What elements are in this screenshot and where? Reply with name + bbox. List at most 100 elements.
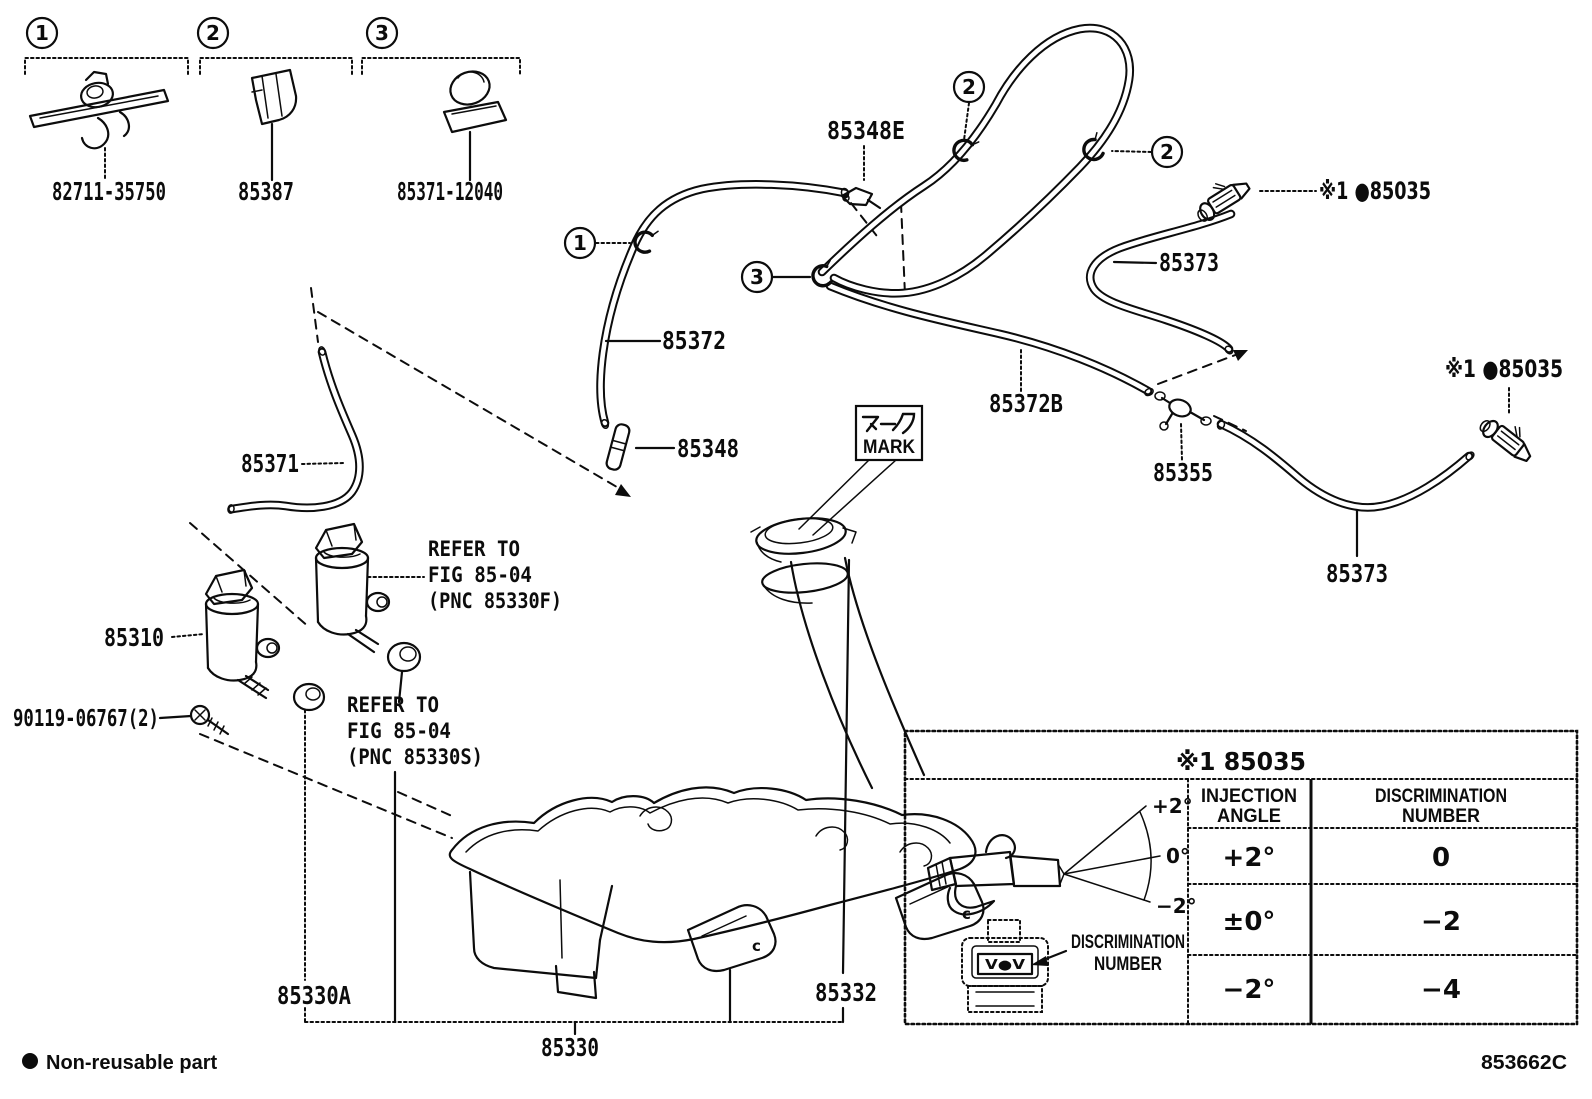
table-header-number-2: NUMBER <box>1402 806 1480 827</box>
label-85355-leader <box>1180 423 1183 461</box>
callout-1-number: 1 <box>573 231 587 255</box>
table-connector-illustration: V●V DISCRIMINATION NUMBER <box>961 919 1185 1013</box>
legend-callout-2-number: 2 <box>206 21 220 45</box>
callout-2a-number: 2 <box>962 75 976 99</box>
mark-callout: マーク MARK <box>798 404 924 536</box>
mark-kana-glyphs <box>861 412 916 435</box>
label-85035-right: ※1 ●85035 <box>1445 355 1563 383</box>
hose-85373-right-drawing <box>1216 419 1474 512</box>
non-reusable-bullet-icon <box>22 1053 38 1069</box>
refer-grommet-line1: REFER TO <box>347 693 439 717</box>
joint-85348E-drawing <box>840 186 882 210</box>
hose-85371-drawing <box>227 347 364 514</box>
callout-3-number: 3 <box>750 265 764 289</box>
discrimination-note-2: NUMBER <box>1094 954 1162 975</box>
hose-labels: 85372 85372B 85371 85373 85373 <box>241 248 1388 588</box>
refer-pump-note: REFER TO FIG 85-04 (PNC 85330F) <box>428 537 562 613</box>
callout-balloons: 1 3 2 2 <box>563 70 1184 294</box>
fan-label-zero: 0° <box>1166 844 1190 868</box>
table-outer-border <box>903 729 1579 1026</box>
legend-clamps: 1 2 3 <box>24 16 521 206</box>
table-cell-angle-1: ±0° <box>1223 907 1276 937</box>
label-85372: 85372 <box>662 326 726 355</box>
nozzle-85035-left-drawing <box>1197 182 1251 222</box>
tank-cap-drawing <box>750 517 857 563</box>
label-85372B: 85372B <box>989 389 1063 418</box>
table-cell-angle-2: −2° <box>1223 975 1276 1005</box>
clip-glyph-2a <box>952 138 980 163</box>
label-85348: 85348 <box>677 434 739 463</box>
washer-tank: c c 85330A 85332 85330 <box>277 517 985 1062</box>
legend-callout-3-number: 3 <box>375 21 389 45</box>
pump-area: 85310 REFER TO FIG 85-04 (PNC 85330F) <box>13 522 562 769</box>
clamp-85387-drawing <box>250 68 298 182</box>
mark-pointer <box>798 459 897 536</box>
mark-label-jp: マーク <box>865 416 913 434</box>
label-85035-left: ※1 ●85035 <box>1319 177 1431 205</box>
hose-85373-left-drawing <box>1085 209 1236 354</box>
legend-callout-1-circle <box>25 16 59 50</box>
tank-top-outline <box>448 786 977 944</box>
nozzle-spec-table: ※1 85035 INJECTION ANGLE DISCRIMINATION … <box>903 729 1579 1026</box>
table-header-number-1: DISCRIMINATION <box>1375 786 1507 807</box>
label-85373-left: 85373 <box>1159 248 1219 277</box>
legend-bracket-3 <box>361 57 521 75</box>
table-cell-number-1: −2 <box>1421 907 1461 937</box>
nozzle-85035-right-drawing <box>1479 419 1532 463</box>
clip-glyph-1 <box>633 230 659 254</box>
legend-callout-2-circle <box>196 16 230 50</box>
tube-end-caps <box>227 187 1475 514</box>
legend-part-2-label: 85387 <box>238 177 294 206</box>
mark-label-en: MARK <box>863 437 915 458</box>
pump-85330F-drawing <box>314 522 391 654</box>
hose-85372B-run <box>825 281 1153 396</box>
label-90119: 90119-06767(2) <box>13 706 159 732</box>
refer-grommet-note: REFER TO FIG 85-04 (PNC 85330S) <box>347 693 483 769</box>
clip-glyph-3 <box>811 259 833 288</box>
callout-2a-circle <box>952 70 986 104</box>
tank-top-inner-line <box>465 797 951 853</box>
grommet-1-drawing <box>292 682 326 712</box>
callout-2b-number: 2 <box>1160 140 1174 164</box>
screw-drawing <box>189 704 230 736</box>
callout-2a-leader <box>963 102 970 141</box>
hose-85372-drawing <box>596 180 850 428</box>
washer-hoses <box>227 23 1475 514</box>
label-85373-right: 85373 <box>1326 559 1388 588</box>
connector-85355-drawing <box>1154 391 1212 431</box>
label-85310: 85310 <box>104 623 164 652</box>
tube-clips <box>633 131 1105 288</box>
tank-neck-drawing <box>761 556 926 790</box>
refer-pump-line3: (PNC 85330F) <box>428 589 562 613</box>
joint-85348-drawing <box>605 423 631 471</box>
label-85332: 85332 <box>815 978 877 1007</box>
label-85371-leader <box>301 462 345 465</box>
tank-bracket-lines <box>304 558 851 1036</box>
label-85348E: 85348E <box>827 116 905 145</box>
label-90119-leader <box>158 714 193 720</box>
tank-foot-mark-1: c <box>752 937 761 955</box>
pump-85310-drawing <box>204 568 281 700</box>
label-85355: 85355 <box>1153 458 1213 487</box>
footer: Non-reusable part 853662C <box>22 1052 1567 1074</box>
non-reusable-note: Non-reusable part <box>46 1052 217 1074</box>
table-row-lines <box>1187 827 1578 956</box>
refer-grommet-leader <box>397 670 404 704</box>
tank-hook-details <box>639 806 933 867</box>
table-cell-angle-0: +2° <box>1223 843 1276 873</box>
hose-small-parts: 85348E 85348 85355 ※1 ●85035 <box>605 116 1563 487</box>
label-85371: 85371 <box>241 449 299 478</box>
legend-part-1-label: 82711-35750 <box>52 177 166 206</box>
discrimination-arrowhead <box>1031 956 1048 966</box>
legend-part-3-label: 85371-12040 <box>397 177 503 206</box>
table-cell-number-2: −4 <box>1421 975 1461 1005</box>
callout-2b-circle <box>1150 135 1184 169</box>
label-85310-leader <box>171 633 205 638</box>
callout-2b-leader <box>1111 150 1152 153</box>
clamp-82711-drawing <box>28 70 170 181</box>
construction-arrowhead <box>615 484 631 497</box>
label-85330A: 85330A <box>277 981 351 1010</box>
refer-pump-line2: FIG 85-04 <box>428 563 532 587</box>
table-nozzle-illustration: +2° 0° −2° <box>926 794 1197 918</box>
